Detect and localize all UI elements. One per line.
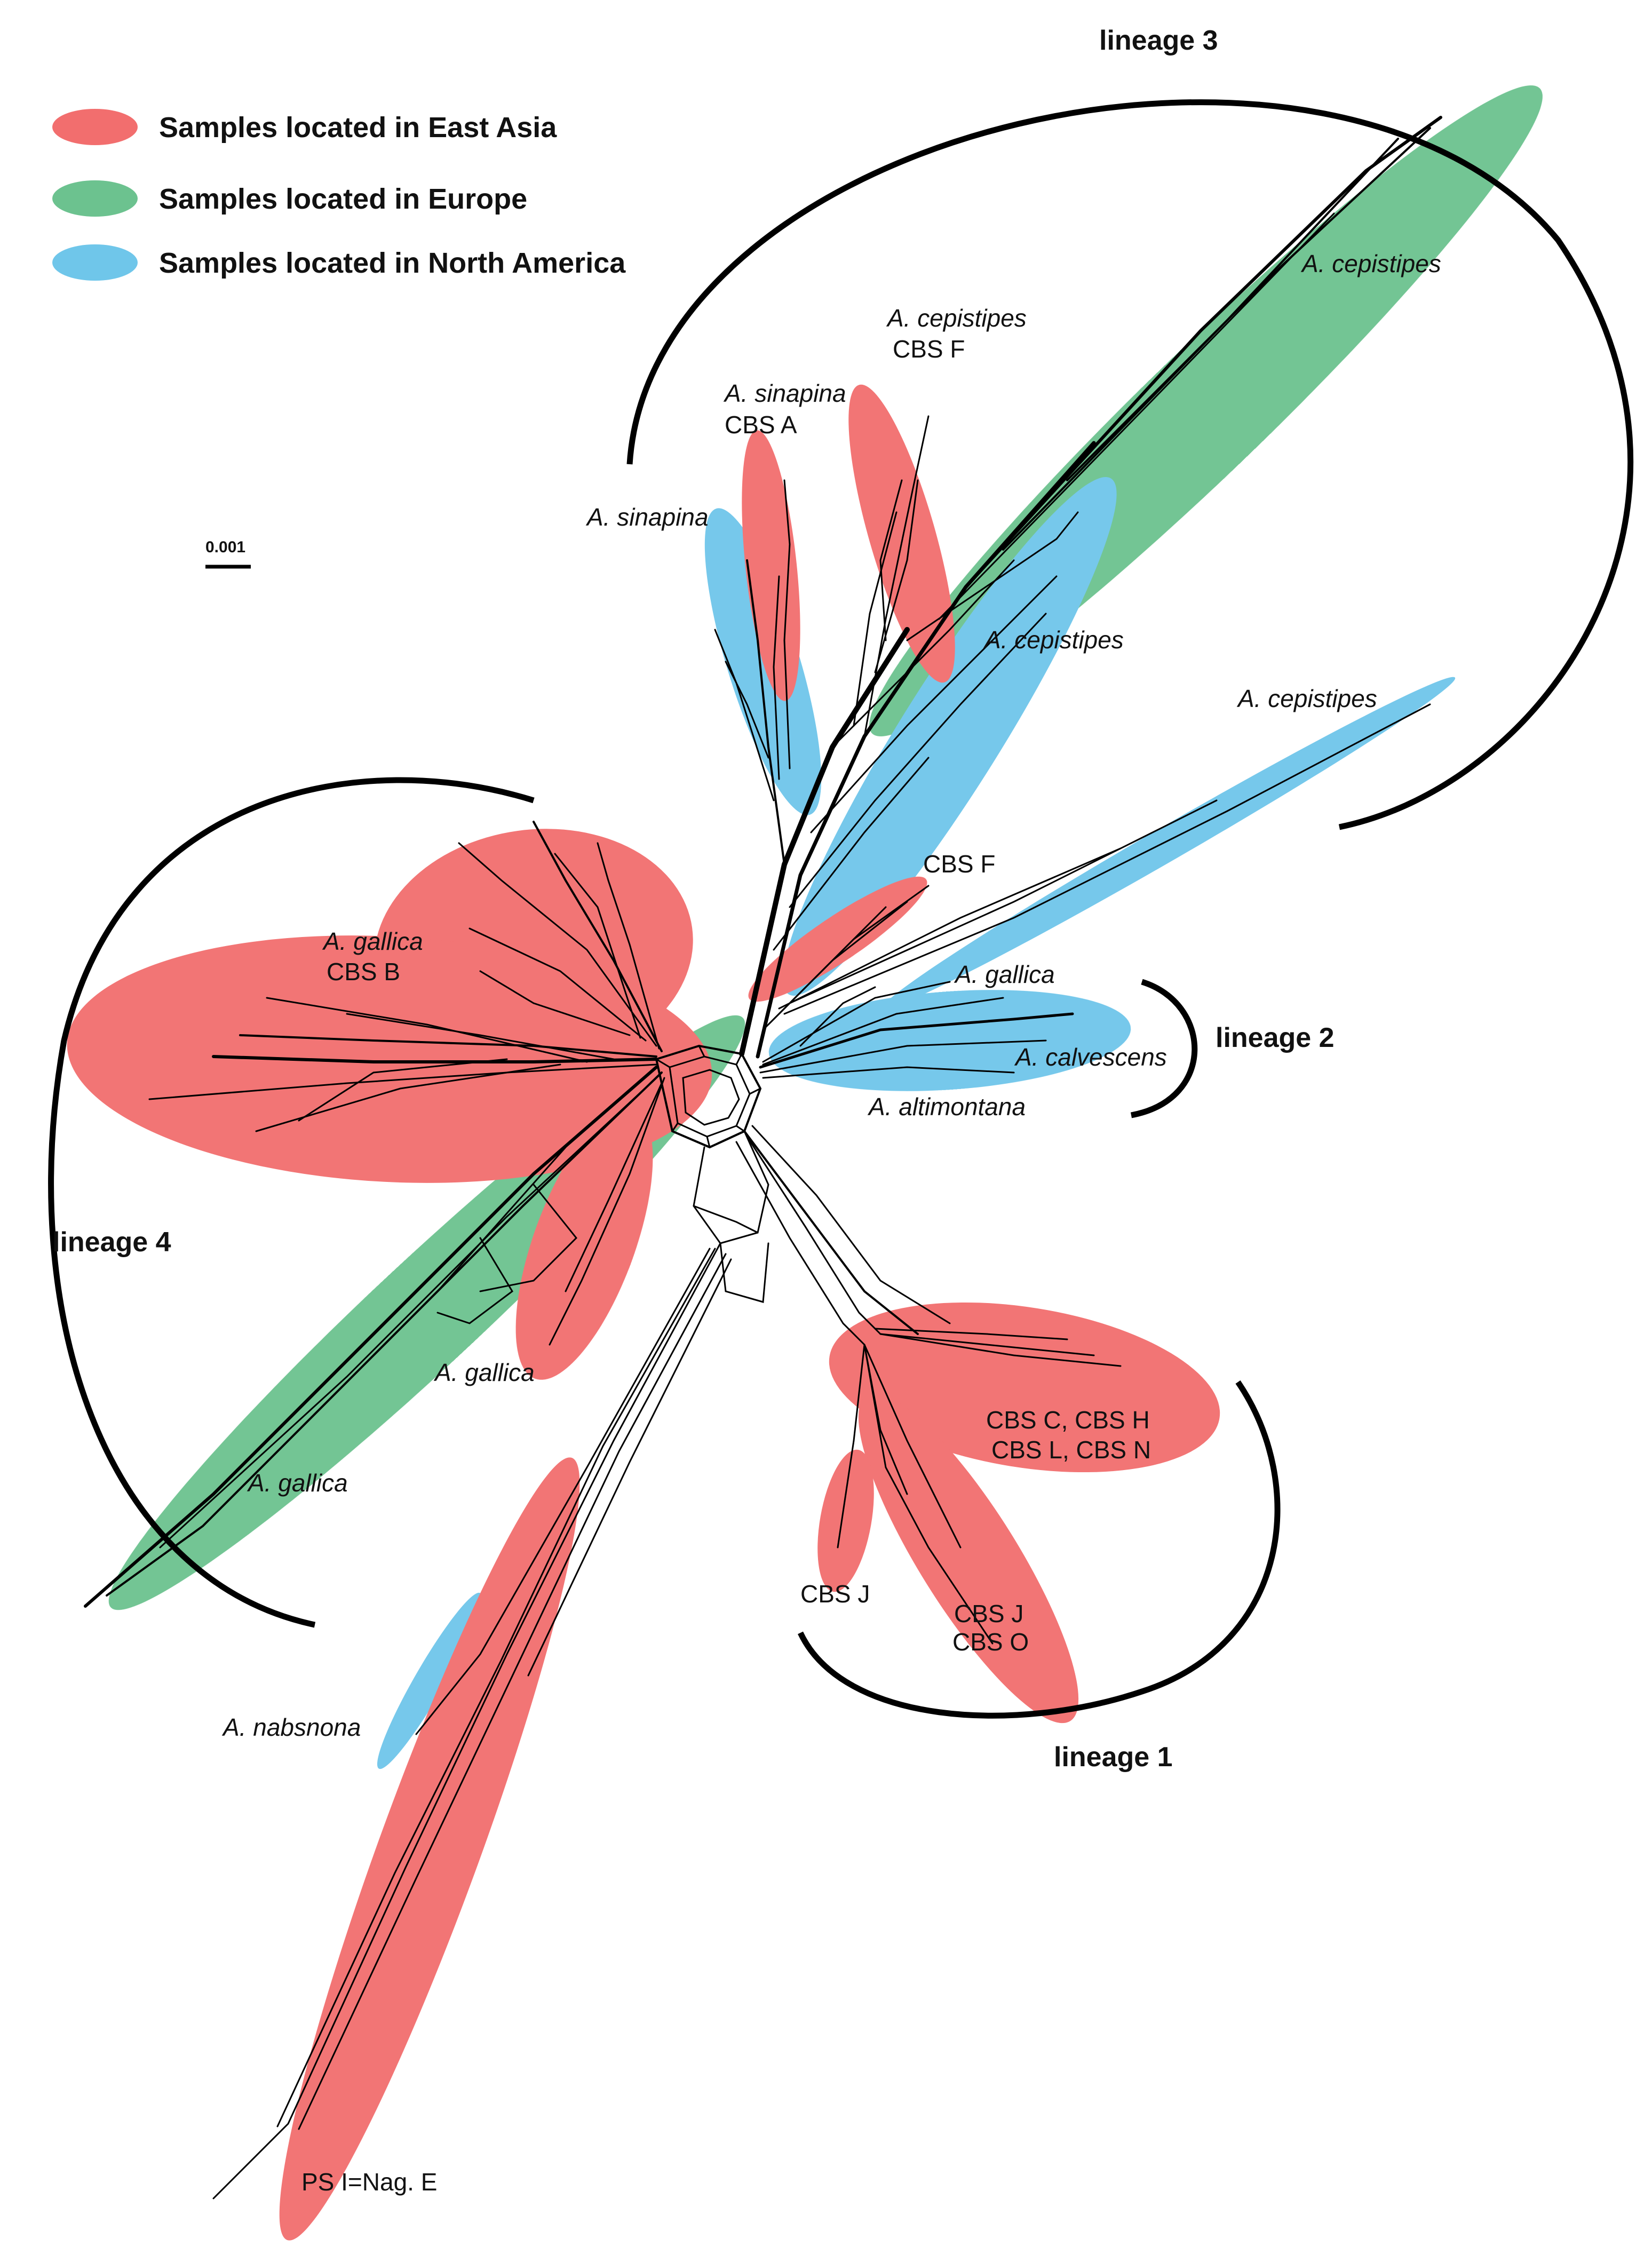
lineage-4-label: lineage 4 [52, 1227, 171, 1258]
legend-label-east-asia: Samples located in East Asia [159, 112, 557, 144]
label-cepistipes-top: A. cepistipes [1300, 250, 1441, 277]
label-gallica-cbsb-code: CBS B [327, 958, 400, 986]
lineage-3-label: lineage 3 [1099, 25, 1218, 56]
label-ps-i: PS I=Nag. E [301, 2168, 437, 2196]
label-cbs-chln-line1: CBS C, CBS H [986, 1406, 1150, 1434]
label-cbs-jo-line2: CBS O [952, 1628, 1029, 1656]
region-ea-gallica-cbsb-left [67, 935, 712, 1183]
region-ea-cbsf-small [748, 876, 927, 1002]
label-calvescens: A. calvescens [1014, 1043, 1167, 1071]
legend-swatch-north-america [52, 244, 138, 281]
label-gallica-mid: A. gallica [433, 1359, 535, 1386]
lineage-1-label: lineage 1 [1054, 1742, 1173, 1773]
region-na-lineage2 [768, 990, 1131, 1091]
region-ea-cepistipes-cbsf [848, 384, 955, 683]
label-cbs-j: CBS J [800, 1580, 870, 1608]
label-gallica-low: A. gallica [247, 1469, 348, 1497]
label-cepistipes-cbsf-code: CBS F [893, 335, 965, 363]
lineage-4-arc [48, 777, 535, 1628]
legend-label-north-america: Samples located in North America [159, 247, 626, 279]
label-cepistipes-right: A. cepistipes [1236, 685, 1377, 712]
label-cbs-f: CBS F [923, 850, 995, 878]
legend-swatch-east-asia [52, 109, 138, 145]
scale-bar-label: 0.001 [205, 538, 245, 556]
legend: Samples located in East Asia Samples loc… [52, 109, 626, 281]
region-na-cepistipes [783, 477, 1117, 996]
region-ea-lineage1-lower [858, 1393, 1079, 1724]
label-gallica-lineage2: A. gallica [954, 960, 1055, 988]
region-ea-psi [279, 1457, 580, 2241]
lineage-3-arc [626, 99, 1633, 830]
region-na-cepistipes-long [881, 677, 1456, 1010]
region-na-nabsnona [377, 1592, 482, 1769]
legend-label-europe: Samples located in Europe [159, 183, 527, 215]
legend-swatch-europe [52, 180, 138, 217]
region-ea-gallica-mid [515, 1107, 653, 1380]
lineage-2-arc [1130, 979, 1198, 1118]
label-cbs-jo-line1: CBS J [954, 1600, 1023, 1627]
label-gallica-cbsb-species: A. gallica [322, 927, 423, 955]
region-ea-cbsj [817, 1449, 874, 1592]
taxon-labels: A. cepistipes A. cepistipes CBS F A. sin… [221, 250, 1441, 2196]
label-cepistipes-cbsf-species: A. cepistipes [886, 304, 1027, 332]
lineage-arcs [48, 99, 1633, 1719]
lineage-1-arc [798, 1380, 1281, 1719]
lineage-labels: lineage 3 lineage 2 lineage 4 lineage 1 [52, 25, 1335, 1773]
network-edges [84, 116, 1442, 2200]
label-cepistipes-mid: A. cepistipes [983, 626, 1124, 654]
scale-bar: 0.001 [205, 538, 251, 569]
region-ellipses [67, 85, 1543, 2241]
label-altimontana: A. altimontana [867, 1093, 1026, 1121]
label-nabsnona: A. nabsnona [221, 1713, 361, 1741]
lineage-2-label: lineage 2 [1216, 1022, 1335, 1053]
label-cbs-chln-line2: CBS L, CBS N [991, 1436, 1151, 1464]
label-sinapina: A. sinapina [585, 503, 709, 531]
label-sinapina-cbsa-code: CBS A [725, 411, 797, 439]
label-sinapina-cbsa-species: A. sinapina [723, 379, 846, 407]
